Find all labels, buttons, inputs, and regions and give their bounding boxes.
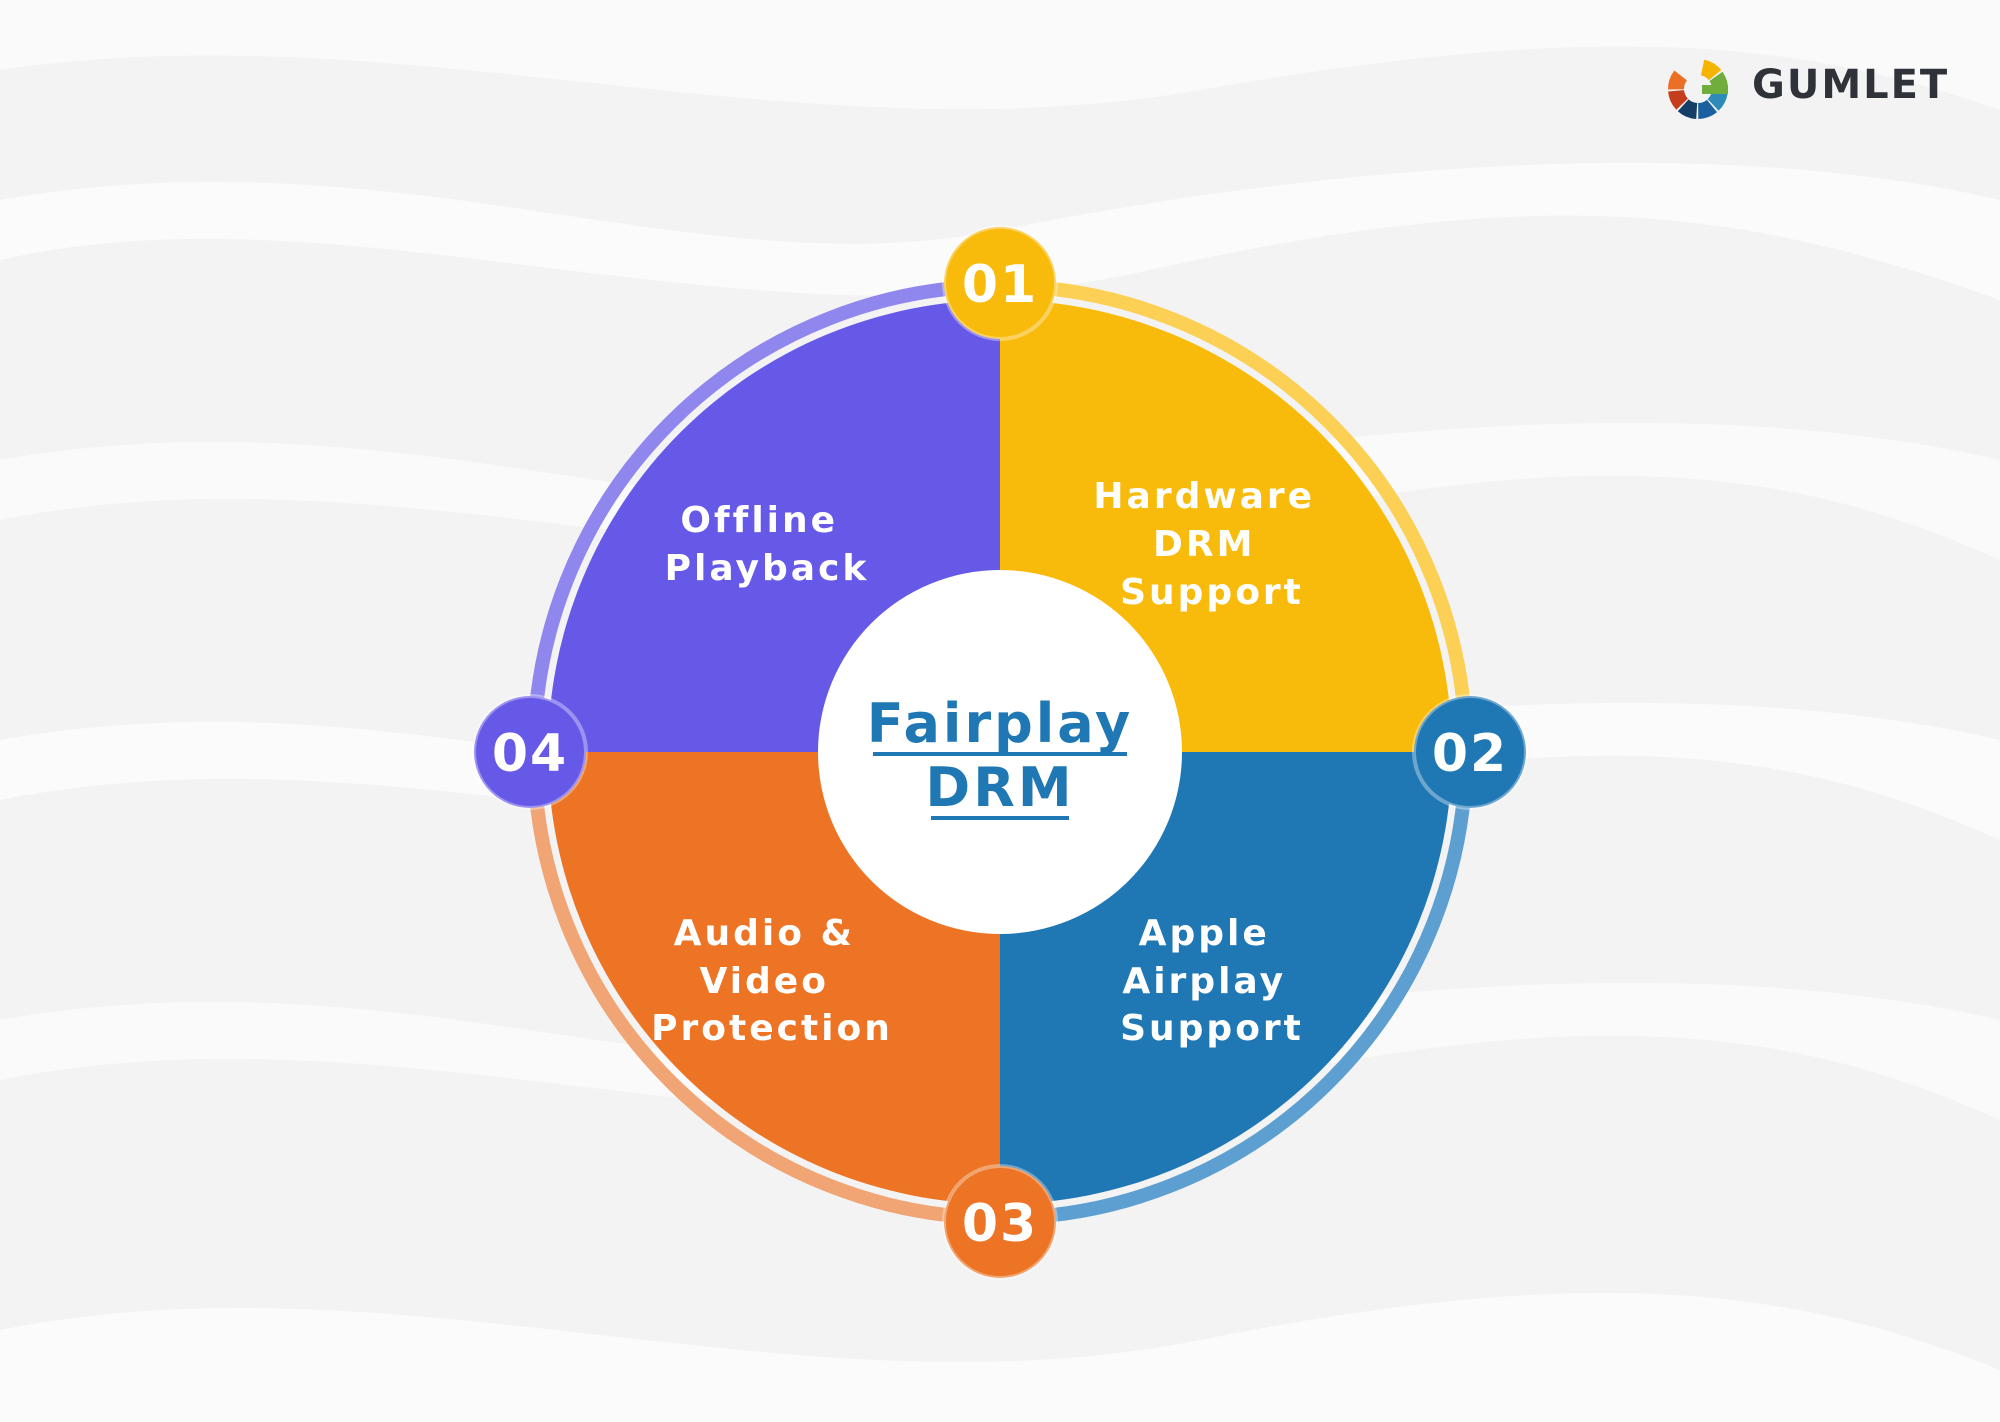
- badge-02: 02: [1412, 694, 1528, 810]
- logo-wedge: [1668, 70, 1687, 90]
- ring-arc-03: [527, 751, 1001, 1225]
- brand-name: GUMLET: [1752, 62, 1950, 108]
- segment-02-label-line2: Airplay: [1122, 961, 1286, 1002]
- ring-arc-04: [527, 279, 1001, 753]
- badge-01-number: 01: [962, 255, 1038, 315]
- badge-03-number: 03: [962, 1194, 1038, 1254]
- badge-02-circle: [1412, 694, 1528, 810]
- segment-01-label-line2: DRM: [1153, 524, 1255, 565]
- logo-wedge: [1707, 90, 1728, 111]
- ring-arc-01: [999, 279, 1473, 753]
- ring-arc-02: [999, 751, 1473, 1225]
- badge-01: 01: [942, 225, 1058, 341]
- segment-04-label-line1: Offline: [680, 500, 838, 541]
- outer-ring: [527, 279, 1473, 1225]
- badge-04: 04: [472, 694, 588, 810]
- segment-02-label: Apple Airplay Support: [1120, 913, 1304, 1049]
- center-title-line1: Fairplay: [867, 692, 1133, 755]
- segment-02-label-line3: Support: [1120, 1008, 1304, 1049]
- segment-01-label: Hardware DRM Support: [1093, 476, 1330, 613]
- segment-02-label-line1: Apple: [1139, 913, 1270, 954]
- badge-02-number: 02: [1432, 724, 1508, 784]
- logo-bar: [1702, 85, 1728, 94]
- segment-04-label: Offline Playback: [665, 500, 870, 589]
- logo-wedge: [1677, 99, 1698, 119]
- segment-03-label-line2: Video: [699, 961, 829, 1002]
- badge-04-number: 04: [492, 724, 568, 784]
- logo-wedge: [1698, 99, 1718, 119]
- badge-03-circle: [942, 1164, 1058, 1280]
- segment-03-label-line3: Protection: [651, 1008, 893, 1049]
- badge-04-circle: [472, 694, 588, 810]
- segment-03-label: Audio & Video Protection: [651, 913, 893, 1049]
- segment-03-label-line1: Audio &: [674, 913, 855, 954]
- segment-01-label-line1: Hardware: [1093, 476, 1315, 517]
- logo-wedge: [1700, 59, 1722, 81]
- center-title-line2: DRM: [925, 756, 1074, 819]
- gumlet-logo-icon: [1668, 59, 1728, 119]
- logo-wedge: [1668, 90, 1688, 110]
- segment-01-label-line3: Support: [1120, 572, 1304, 613]
- badge-01-circle: [942, 225, 1058, 341]
- badge-03: 03: [942, 1164, 1058, 1280]
- segment-04-label-line2: Playback: [665, 548, 870, 589]
